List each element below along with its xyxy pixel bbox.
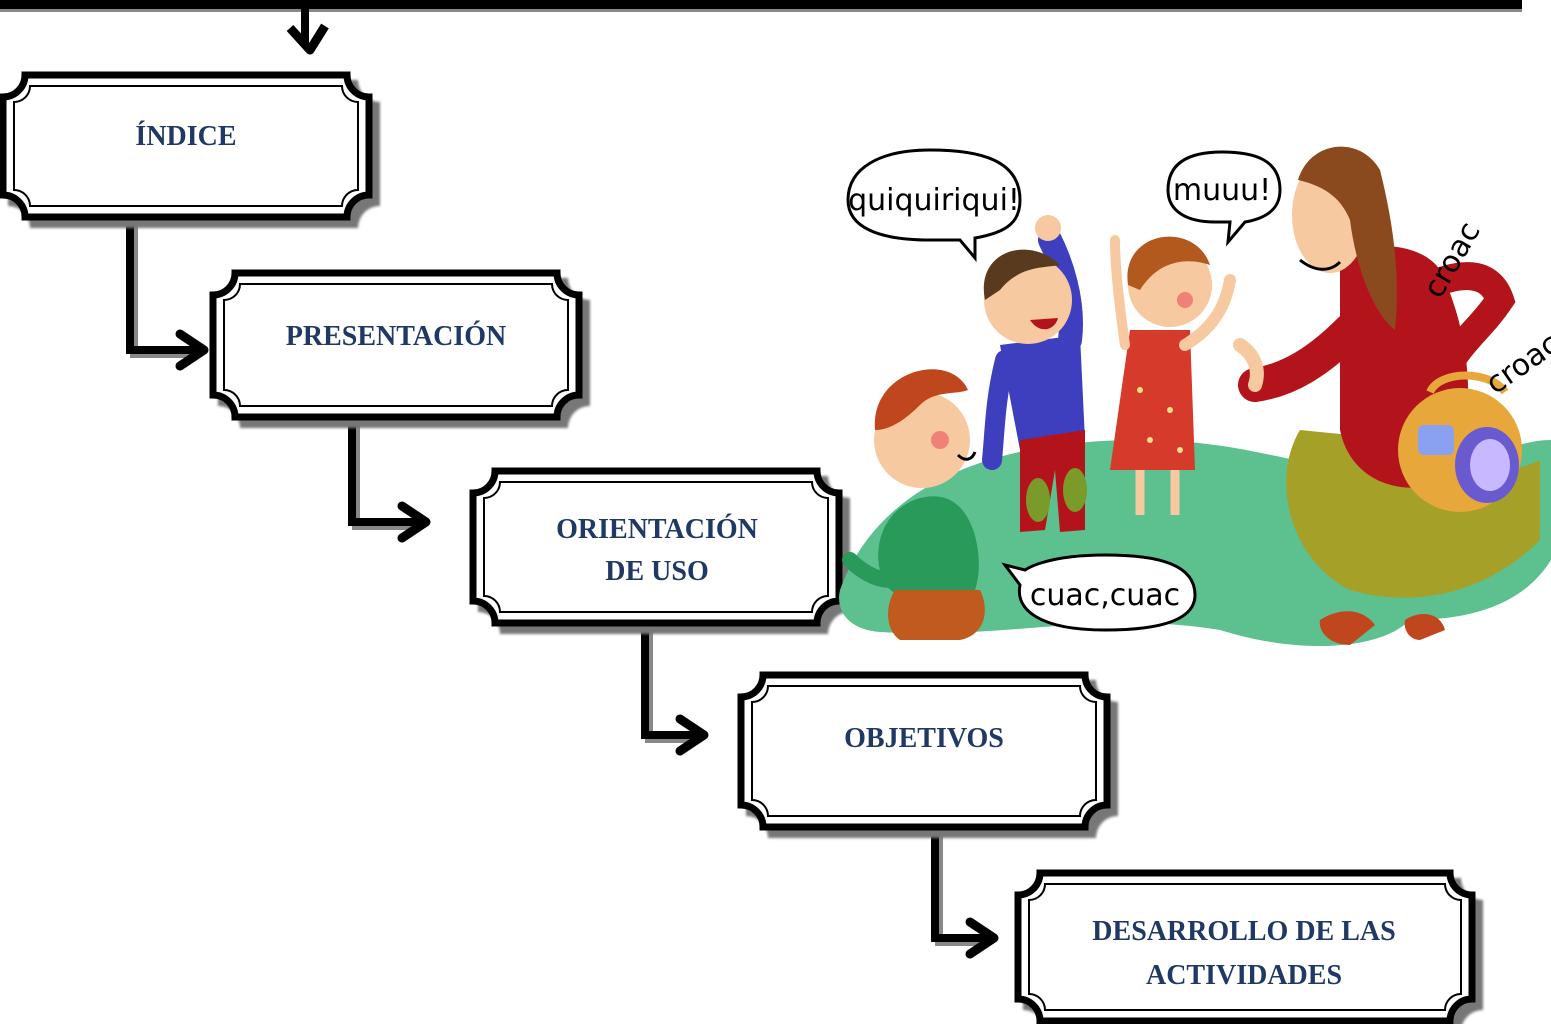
teacher <box>1233 146 1540 645</box>
connector-arrow-1 <box>126 220 209 371</box>
box-frame-inner <box>223 283 569 407</box>
entry-arrow <box>286 0 329 55</box>
box-frame-outer <box>209 269 583 421</box>
kids-illustration: quiquiriqui! muuu! cuac,cuac croac croac <box>839 146 1551 647</box>
box-frame-inner <box>13 85 359 207</box>
box-frame-inner <box>751 685 1097 817</box>
box-label-line1: PRESENTACIÓN <box>286 321 506 352</box>
box-label-line2: ACTIVIDADES <box>1146 960 1342 991</box>
box-label-line1: DESARROLLO DE LAS <box>1092 916 1395 947</box>
connector-arrow-2 <box>348 420 431 543</box>
index-box-5: DESARROLLO DE LAS ACTIVIDADES <box>1014 869 1483 1024</box>
toy-radio <box>1398 371 1522 512</box>
box-label-line1: OBJETIVOS <box>844 723 1004 754</box>
connector-arrow-4 <box>931 830 999 959</box>
croac-sfx-small: croac <box>1480 326 1551 401</box>
speech-bubble-rooster: quiquiriqui! <box>846 148 1022 263</box>
speech-bubble-duck: cuac,cuac <box>1001 553 1197 632</box>
cow-bubble-text: muuu! <box>1173 173 1271 208</box>
duck-bubble-text: cuac,cuac <box>1030 578 1180 613</box>
box-frame-outer <box>1014 869 1476 1024</box>
box-frame-outer <box>469 467 843 627</box>
box-label-line1: ÍNDICE <box>135 121 236 152</box>
box-frame-outer <box>737 671 1111 831</box>
speech-bubble-cow: muuu! <box>1166 150 1282 247</box>
connector-arrow-3 <box>641 626 709 756</box>
index-box-4: OBJETIVOS <box>737 671 1118 838</box>
box-label-line2: DE USO <box>605 556 708 587</box>
standing-boy <box>982 215 1087 532</box>
box-frame-outer <box>0 71 373 221</box>
box-frame-inner <box>1028 883 1462 1011</box>
rooster-bubble-text: quiquiriqui! <box>848 183 1020 218</box>
top-border-shadow <box>0 9 1522 12</box>
index-box-2: PRESENTACIÓN <box>209 269 590 428</box>
box-frame-inner <box>483 481 829 613</box>
standing-girl <box>1110 235 1236 515</box>
index-box-3: ORIENTACIÓN DE USO <box>469 467 850 634</box>
box-label-line1: ORIENTACIÓN <box>556 514 758 545</box>
top-border-line <box>0 0 1522 9</box>
index-box-1: ÍNDICE <box>0 71 380 228</box>
kneeling-boy <box>842 369 985 640</box>
connectors <box>126 220 999 959</box>
index-boxes: ÍNDICE PRESENTACIÓN ORIENTACIÓN DE USO OBJET… <box>0 71 1483 1024</box>
